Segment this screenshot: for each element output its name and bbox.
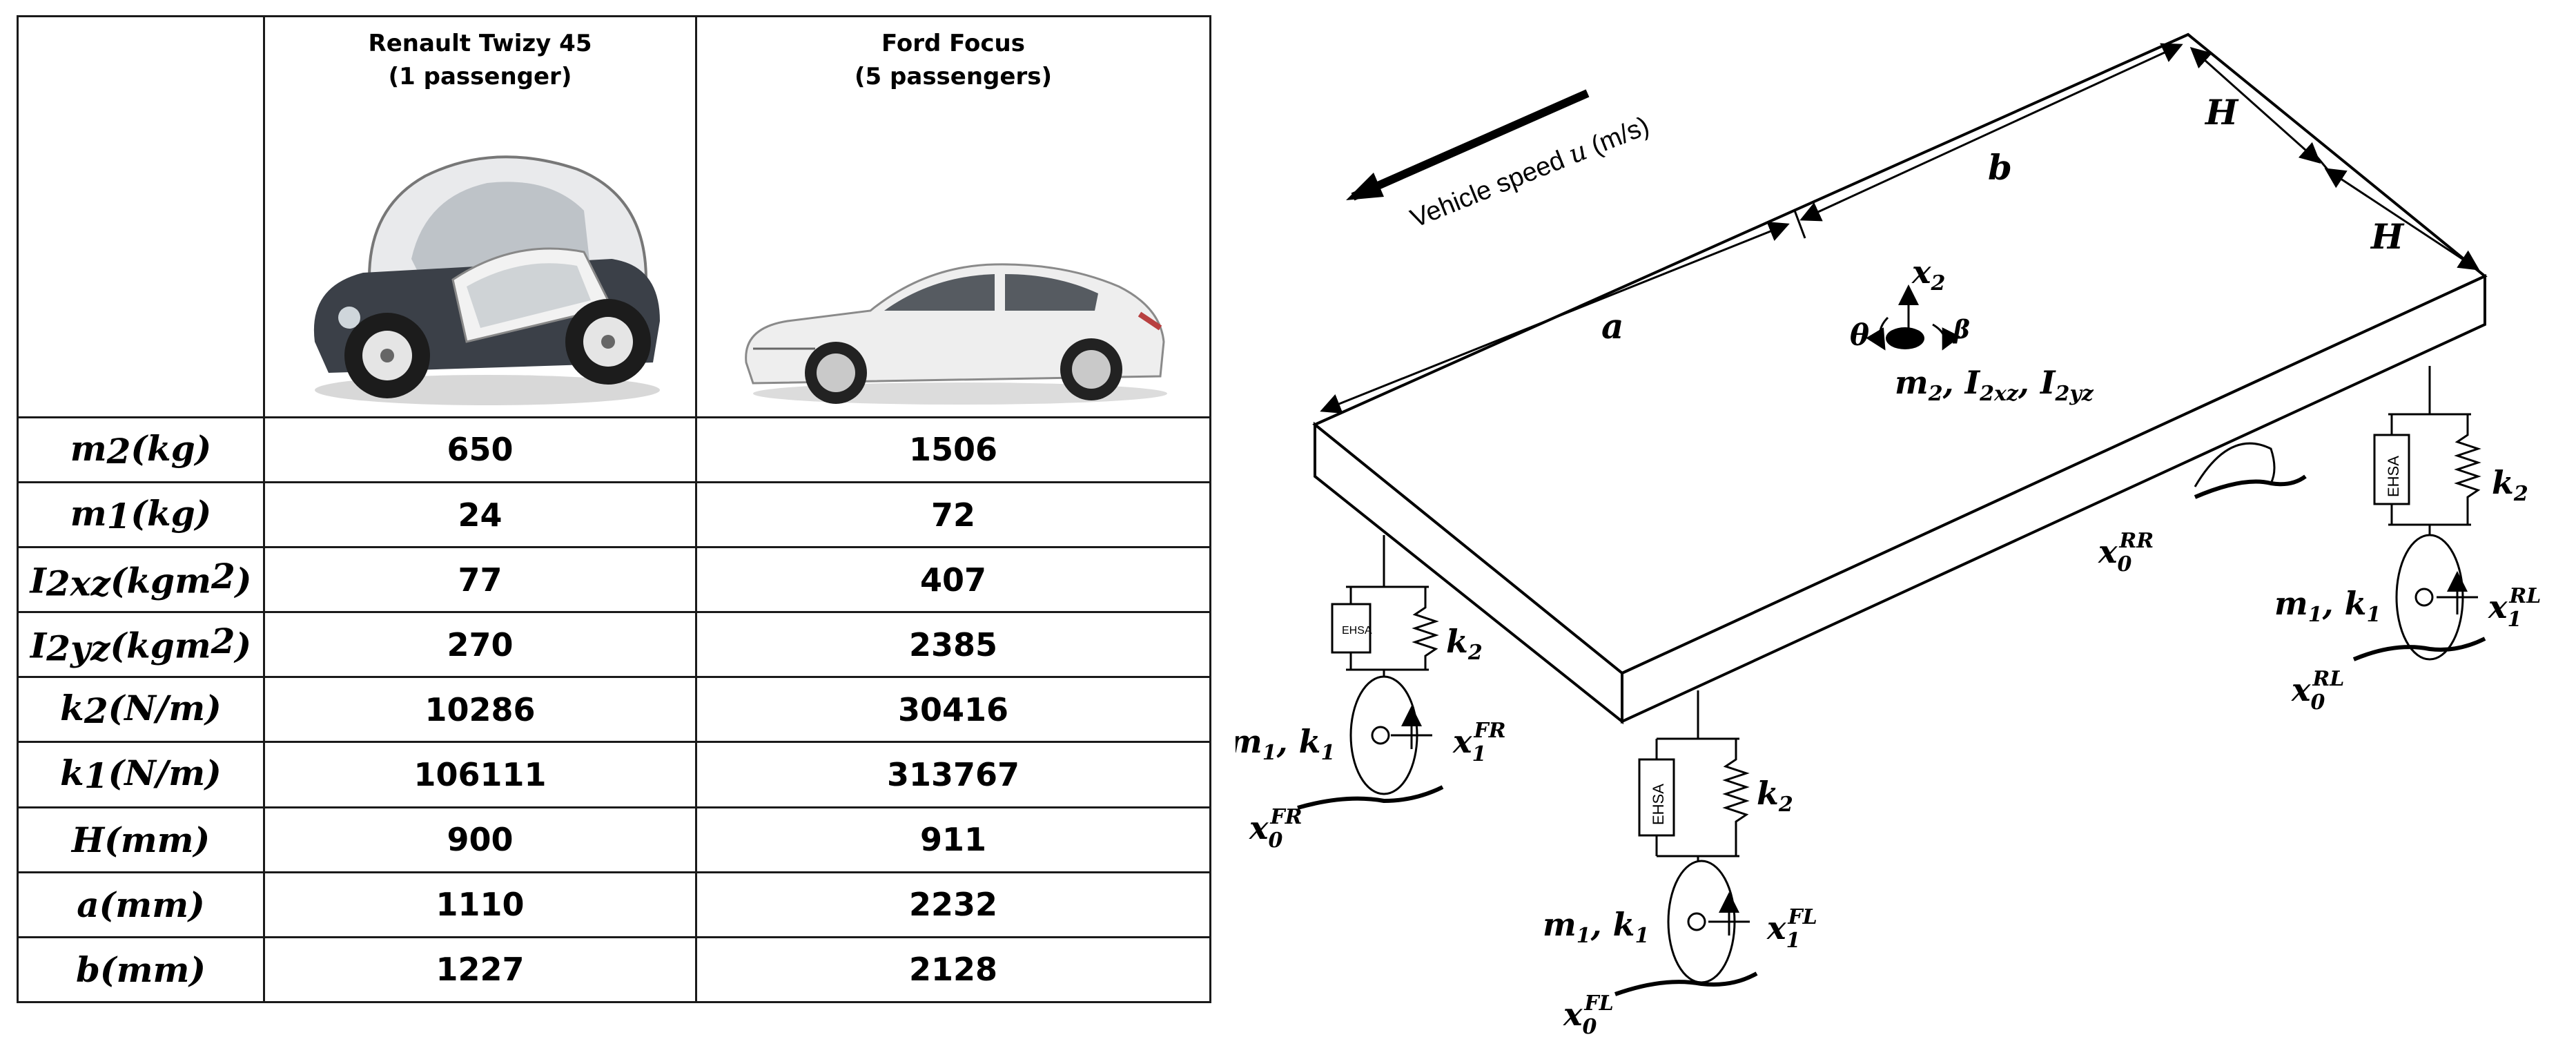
twizy-value: 1110 xyxy=(263,871,697,938)
dim-b-label: b xyxy=(1988,147,2012,188)
parameter-label: m2(kg) xyxy=(17,416,265,483)
rr-x0-label: x0RR xyxy=(2098,529,2154,576)
center-of-mass-icon xyxy=(1886,327,1924,349)
fr-x0-label: x0FR xyxy=(1249,805,1302,853)
focus-value: 2385 xyxy=(695,611,1211,679)
twizy-name: Renault Twizy 45 xyxy=(368,30,592,57)
focus-name: Ford Focus xyxy=(881,30,1025,57)
vehicle-body-side xyxy=(1621,273,2486,724)
parameter-label: b(mm) xyxy=(17,936,265,1004)
dim-b-line xyxy=(1799,43,2183,222)
rl-m1k1-label: m1, k1 xyxy=(2274,585,2381,627)
rl-spring xyxy=(2454,414,2481,525)
ford-focus-image xyxy=(745,263,1167,405)
twizy-value: 10286 xyxy=(263,676,697,744)
rl-x1-label: x1RL xyxy=(2488,584,2541,632)
twizy-value: 650 xyxy=(263,416,697,483)
parameter-label: k2(N/m) xyxy=(17,676,265,744)
twizy-value: 270 xyxy=(263,611,697,679)
table-header-row: Renault Twizy 45 (1 passenger) xyxy=(17,15,1211,418)
rl-k2-label: k2 xyxy=(2492,464,2528,506)
parameter-label: a(mm) xyxy=(17,871,265,938)
fl-m1k1-label: m1, k1 xyxy=(1543,906,1649,948)
body-params-label: m2, I2xz, I2yz xyxy=(1895,364,2094,406)
rl-ehsa-label: EHSA xyxy=(2385,456,2402,497)
twizy-value: 77 xyxy=(263,546,697,614)
suspension-model-diagram: Vehicle speed u (m/s) a b H H x2 θ β m2,… xyxy=(1236,32,2541,1037)
dim-a-label: a xyxy=(1601,306,1623,347)
focus-value: 1506 xyxy=(695,416,1211,483)
dim-h2-label: H xyxy=(2370,216,2405,257)
beta-label: β xyxy=(1952,316,1970,345)
rl-road xyxy=(2352,637,2486,661)
focus-value: 911 xyxy=(695,806,1211,873)
renault-twizy-image xyxy=(313,155,660,405)
speed-arrow-line xyxy=(1351,89,1590,201)
body-x2-label: x2 xyxy=(1911,253,1945,295)
fl-ehsa-label: EHSA xyxy=(1650,784,1667,825)
speed-arrow-head xyxy=(1346,173,1384,200)
dim-h1-label: H xyxy=(2204,92,2239,133)
fr-spring xyxy=(1412,587,1439,670)
fl-road xyxy=(1614,971,1758,996)
fr-road xyxy=(1297,785,1444,810)
parameter-label: m1(kg) xyxy=(17,481,265,549)
twizy-value: 900 xyxy=(263,806,697,873)
speed-label: Vehicle speed u (m/s) xyxy=(1406,110,1653,233)
fr-m1k1-label: m1, k1 xyxy=(1236,723,1335,765)
dim-a-line xyxy=(1320,222,1790,414)
parameter-label: H(mm) xyxy=(17,806,265,873)
focus-value: 2232 xyxy=(695,871,1211,938)
parameter-label: I2xz(kgm2) xyxy=(17,546,265,614)
fr-x1-label: x1FR xyxy=(1452,719,1506,766)
fr-ehsa-label: EHSA xyxy=(1342,625,1372,637)
focus-value: 72 xyxy=(695,481,1211,549)
dim-h1-line xyxy=(2189,47,2321,164)
header-focus: Ford Focus (5 passengers) xyxy=(695,15,1211,418)
parameter-label: I2yz(kgm2) xyxy=(17,611,265,679)
twizy-passengers: (1 passenger) xyxy=(388,63,572,90)
fr-ehsa xyxy=(1331,603,1372,654)
twizy-value: 24 xyxy=(263,481,697,549)
focus-value: 313767 xyxy=(695,741,1211,808)
fl-x0-label: x0FL xyxy=(1563,991,1614,1037)
twizy-value: 106111 xyxy=(263,741,697,808)
header-empty-cell xyxy=(17,15,265,418)
fl-spring xyxy=(1722,739,1750,856)
rr-wheel xyxy=(2194,442,2276,487)
parameter-label: k1(N/m) xyxy=(17,741,265,808)
fr-k2-label: k2 xyxy=(1446,623,1483,665)
rl-x0-label: x0RL xyxy=(2291,667,2344,715)
dim-h2-line xyxy=(2324,168,2480,271)
header-twizy: Renault Twizy 45 (1 passenger) xyxy=(263,15,697,418)
rr-road xyxy=(2194,474,2307,499)
vehicle-parameters-table: Renault Twizy 45 (1 passenger) xyxy=(17,15,1211,1004)
twizy-value: 1227 xyxy=(263,936,697,1004)
fl-x1-label: x1FL xyxy=(1766,905,1817,953)
focus-value: 2128 xyxy=(695,936,1211,1004)
theta-label: θ xyxy=(1850,318,1869,352)
focus-passengers: (5 passengers) xyxy=(855,63,1052,90)
fl-k2-label: k2 xyxy=(1757,775,1793,817)
focus-value: 30416 xyxy=(695,676,1211,744)
focus-value: 407 xyxy=(695,546,1211,614)
